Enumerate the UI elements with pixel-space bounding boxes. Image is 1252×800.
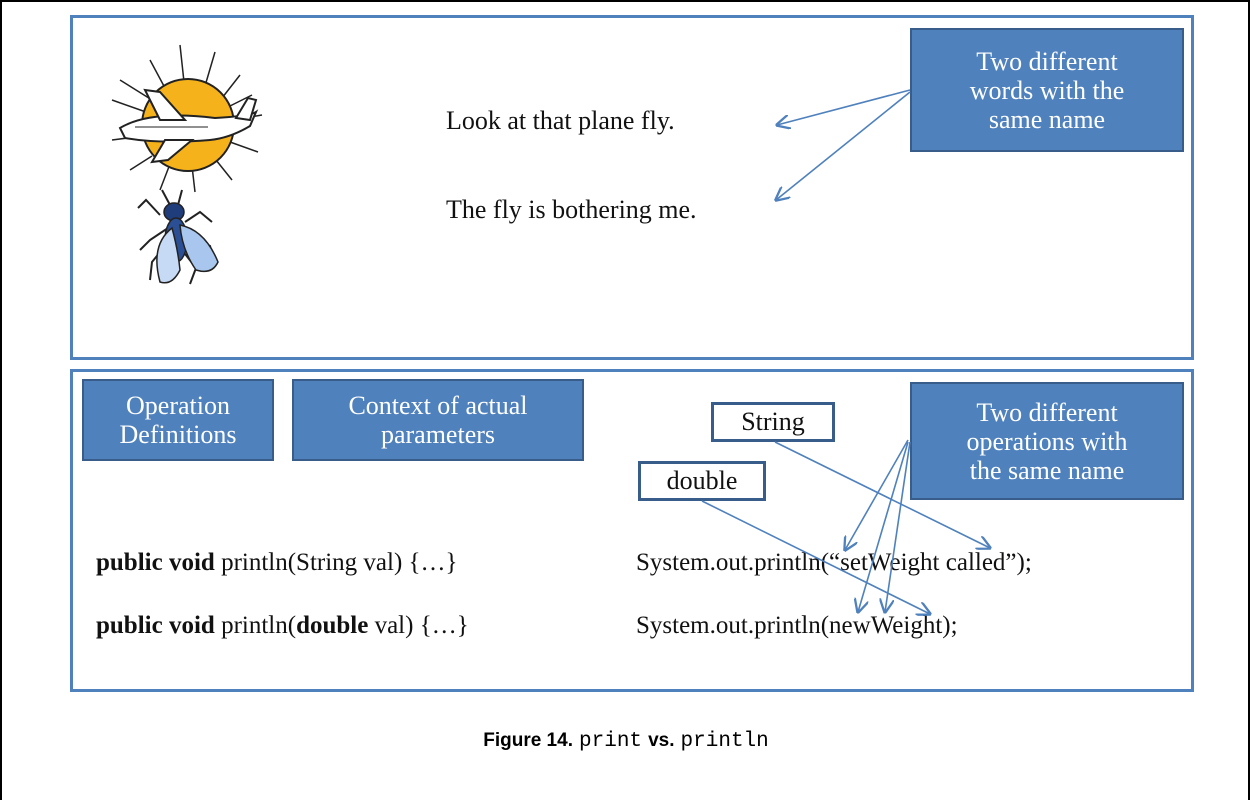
box-line: Context of actual [348,391,528,420]
keyword-public-void: public void [96,549,215,576]
signature-start: println( [221,612,297,639]
keyword-public-void: public void [96,612,215,639]
box-line: Definitions [119,420,237,449]
fly-insect-icon [137,189,219,285]
signature-double-keyword: double [296,612,369,639]
callout-different-words: Two different words with the same name [910,28,1184,152]
caption-code-print: print [579,730,643,753]
definition-string: public void println(String val) {…} [96,549,458,577]
callout-different-operations: Two different operations with the same n… [910,382,1184,500]
arrow-callout-to-call2a [858,441,909,612]
caption-label: Figure 14. [483,730,573,751]
callout-line: Two different [976,46,1118,76]
box-line: parameters [380,420,496,449]
signature-end: val) {…} [368,612,469,639]
sun-plane-icon [111,44,263,193]
type-label-string: String [711,402,835,442]
callout-line: the same name [969,455,1125,485]
call-newweight: System.out.println(newWeight); [636,612,958,639]
operation-definitions-box: Operation Definitions [82,379,274,461]
sentence-fly-bothering: The fly is bothering me. [446,195,697,224]
arrow-double-to-call2 [701,500,930,614]
sentence-plane-fly: Look at that plane fly. [446,106,675,135]
arrow-string-to-call1 [774,441,990,548]
arrow-callout-to-call1 [845,439,909,550]
callout-line: words with the [969,75,1125,105]
type-label-double: double [638,461,766,501]
signature-string: println(String val) {…} [221,549,458,576]
caption-vs: vs. [648,730,675,751]
arrow-to-fly-bothering [776,91,911,200]
context-parameters-box: Context of actual parameters [292,379,584,461]
caption-code-println: println [680,730,769,753]
definition-double: public void println(double val) {…} [96,612,469,640]
callout-line: same name [988,104,1106,134]
call-setweight-called: System.out.println(“setWeight called”); [636,549,1032,576]
arrow-callout-to-call2b [885,441,911,612]
box-line: Operation [126,391,230,420]
figure-caption: Figure 14. print vs. println [0,729,1252,753]
callout-line: Two different [976,397,1118,427]
callout-line: operations with [966,426,1128,456]
arrow-to-plane-fly [777,89,911,125]
